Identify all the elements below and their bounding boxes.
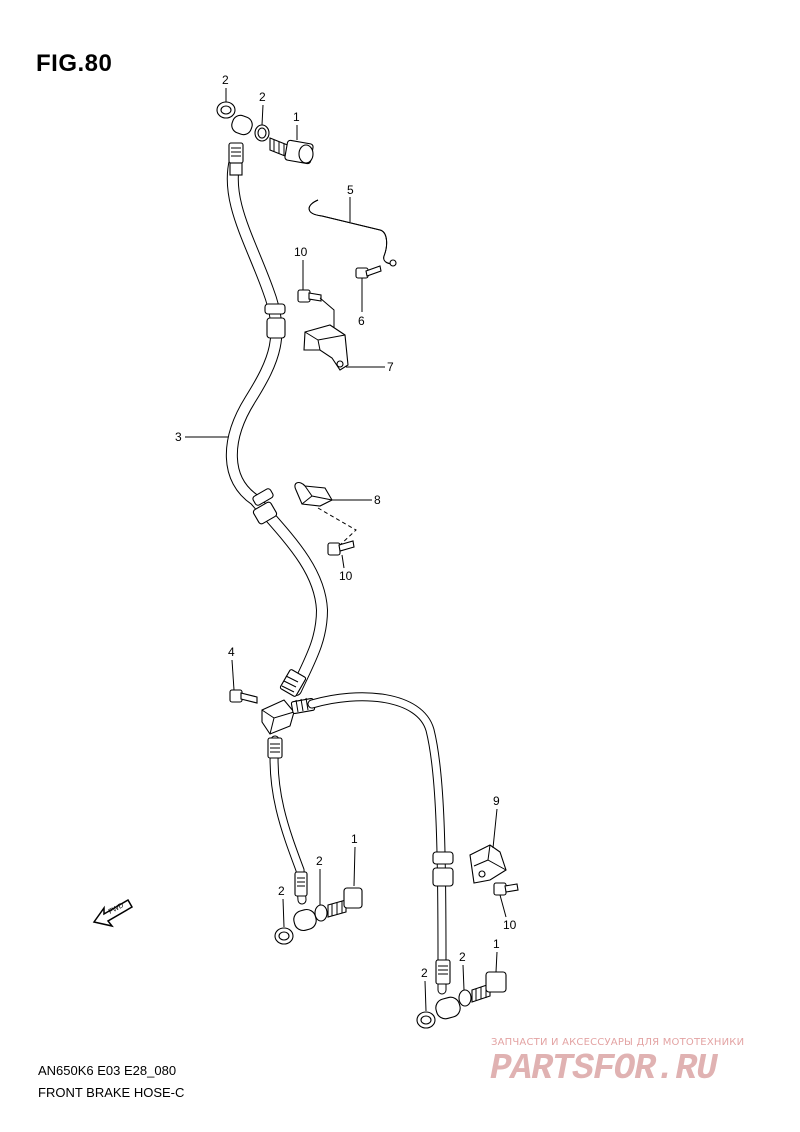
banjo-bolt-top [269,137,314,165]
banjo-fitting-lower-right [416,989,472,1029]
callout-c19: 2 [421,966,428,980]
screw-6 [355,265,382,279]
banjo-bolt-lower-left [327,887,363,918]
bracket-9 [469,844,507,884]
bolt-10-middle [327,540,355,556]
callout-c14: 2 [278,884,285,898]
callout-c5: 10 [294,245,308,259]
callout-c13: 2 [316,854,323,868]
bolt-10-lower [493,882,519,896]
bolt-10-upper [297,289,322,303]
callout-c4: 5 [347,183,354,197]
front-brake-hose-right [307,692,454,995]
callout-c2: 2 [259,90,266,104]
model-code: AN650K6 E03 E28_080 [38,1063,177,1078]
callout-c3: 1 [293,110,300,124]
bracket-7 [303,324,349,371]
figure-title: FIG.80 [36,50,113,77]
callout-c9: 8 [374,493,381,507]
callout-c1: 2 [222,73,229,87]
callout-c11: 4 [228,645,235,659]
callout-c16: 10 [503,918,517,932]
callout-c8: 3 [175,430,182,444]
callout-c12: 1 [351,832,358,846]
front-brake-hose-upper [225,142,328,697]
bolt-4 [229,689,258,704]
banjo-bolt-lower-right [471,971,507,1003]
clamp-8 [294,481,333,507]
callout-c18: 2 [459,950,466,964]
watermark-logo: PARTSFOR.RU [490,1048,718,1089]
figure-name: FRONT BRAKE HOSE-C [38,1085,185,1100]
banjo-fitting-lower-left [274,904,328,945]
callout-c6: 6 [358,314,365,328]
hose-joint [261,697,316,735]
callout-c10: 10 [339,569,353,583]
watermark-tagline: ЗАПЧАСТИ И АКСЕССУАРЫ ДЛЯ МОТОТЕХНИКИ [491,1037,745,1048]
front-brake-hose-left [267,735,308,905]
forward-arrow-icon: FWD [92,898,134,928]
callout-c7: 7 [387,360,394,374]
callout-c15: 9 [493,794,500,808]
banjo-fitting-top [216,101,270,142]
callouts: 2 2 1 5 10 6 7 3 8 10 4 1 2 2 9 10 [175,73,517,1012]
clamp-wire [308,199,397,267]
callout-c17: 1 [493,937,500,951]
